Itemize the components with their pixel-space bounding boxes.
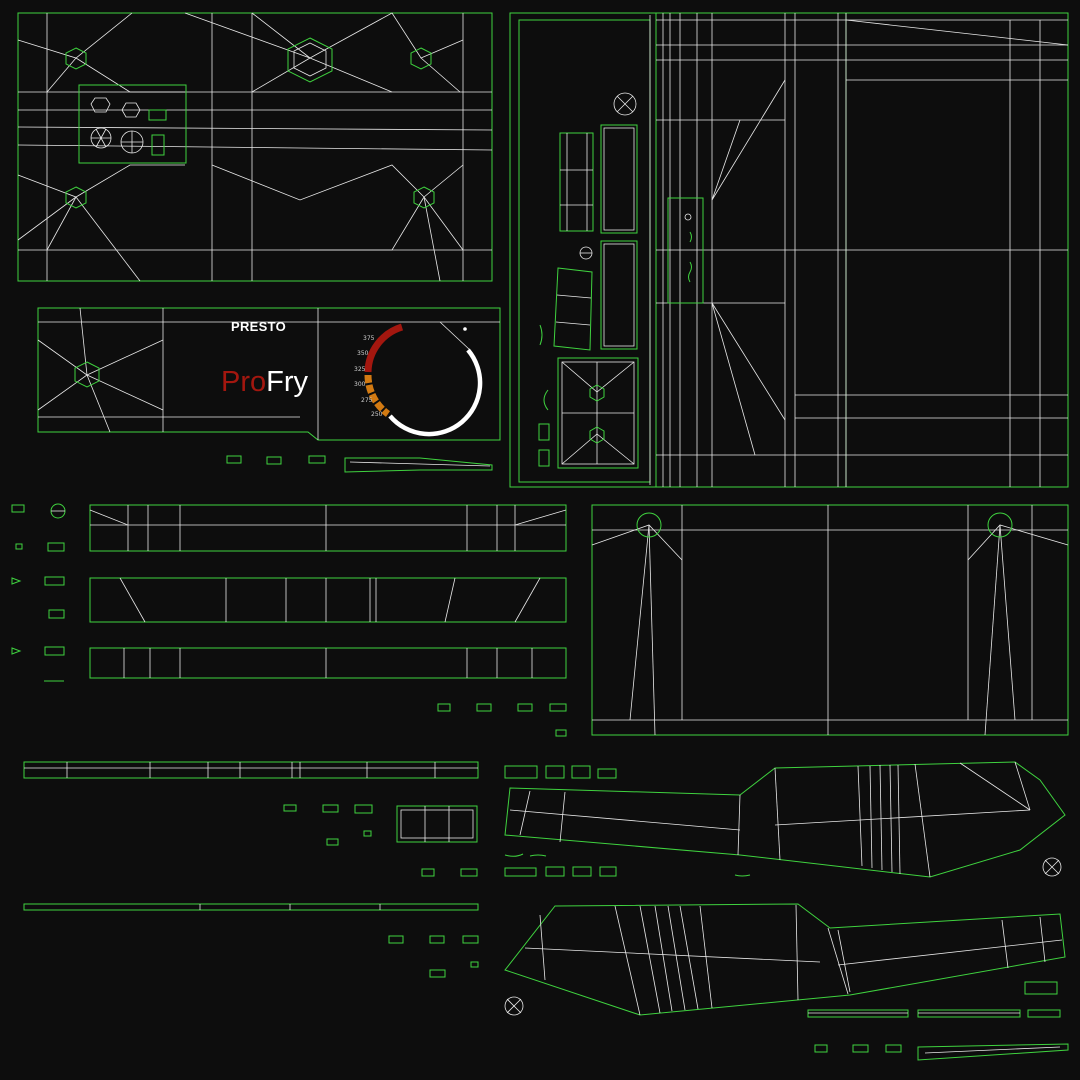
brand-label: PRESTO <box>231 319 286 334</box>
thin-strips <box>23 761 479 978</box>
dial-tick-350: 350 <box>357 350 369 357</box>
body-front-island <box>509 12 1069 488</box>
dial-tick-375: 375 <box>363 335 375 342</box>
handle-bottom-island <box>504 903 1069 1061</box>
small-parts-column <box>11 503 66 682</box>
product-logo: ProFry <box>221 366 309 398</box>
small-parts-row-a <box>226 455 493 473</box>
product-suffix: Fry <box>266 366 308 398</box>
handle-top-island <box>504 761 1066 878</box>
label-panel-island: PRESTO ProFry 375 350 325 300 275 250 <box>37 307 501 441</box>
product-prefix: Pro <box>221 366 266 398</box>
dial-tick-275: 275 <box>361 397 373 404</box>
side-strips <box>89 504 567 737</box>
body-back-island <box>591 504 1069 736</box>
dial-tick-250: 250 <box>371 411 383 418</box>
dial-tick-325: 325 <box>354 366 366 373</box>
dial-tick-300: 300 <box>354 381 366 388</box>
temperature-dial: 375 350 325 300 275 250 <box>354 323 483 437</box>
lid-top-island <box>17 12 493 282</box>
